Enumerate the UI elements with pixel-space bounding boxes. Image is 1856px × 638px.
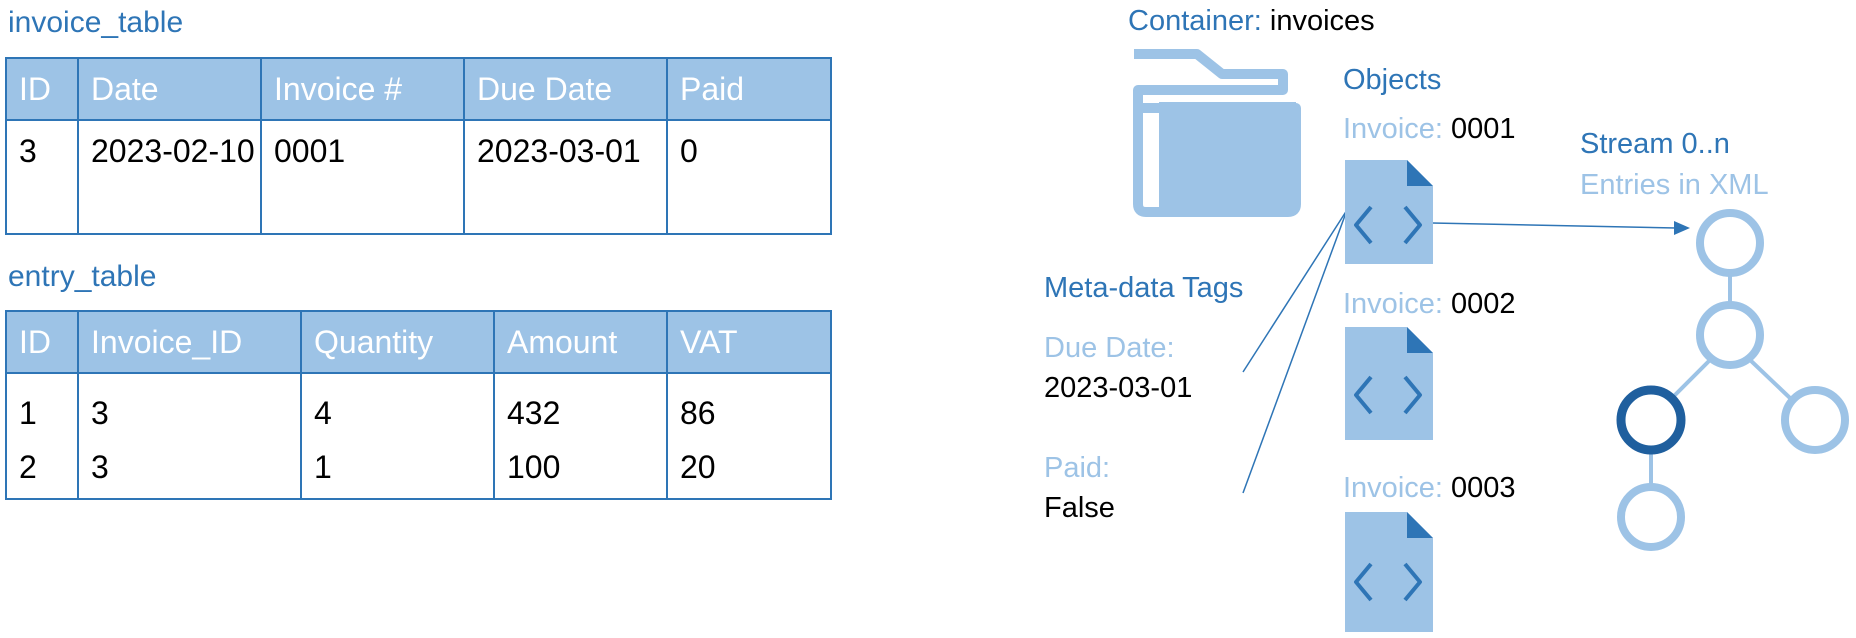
table-header-row: ID Date Invoice # Due Date Paid: [5, 57, 832, 121]
table-cell: 432 100: [493, 372, 668, 500]
cell-value: 2: [19, 449, 37, 485]
tree-node-icon: [1696, 209, 1764, 277]
objects-title: Objects: [1343, 64, 1442, 96]
tree-node-icon: [1781, 386, 1849, 454]
column-header: Invoice #: [260, 57, 465, 121]
container-value: invoices: [1269, 5, 1375, 37]
object-value: 0001: [1451, 113, 1516, 145]
column-header: Amount: [493, 310, 668, 374]
column-header: ID: [5, 57, 79, 121]
cell-value: 100: [507, 449, 561, 485]
object-key: Invoice:: [1343, 113, 1443, 145]
metadata-paid-label: Paid:: [1044, 452, 1111, 484]
column-header: Paid: [666, 57, 832, 121]
invoice-table-title: invoice_table: [8, 6, 184, 39]
cell-value: 432: [507, 395, 561, 431]
connector-line: [1242, 209, 1348, 373]
connector-line: [1242, 209, 1348, 494]
stream-arrow: [1431, 221, 1690, 235]
table-cell: 86 20: [666, 372, 832, 500]
column-header: Quantity: [300, 310, 495, 374]
metadata-title: Meta-data Tags: [1044, 272, 1244, 304]
object-value: 0002: [1451, 288, 1516, 320]
column-header: Date: [77, 57, 262, 121]
column-header: Due Date: [463, 57, 668, 121]
cell-value: 4: [314, 395, 332, 431]
object-label: Invoice: 0002: [1343, 288, 1516, 321]
object-label: Invoice: 0003: [1343, 472, 1516, 505]
table-cell: 0001: [260, 119, 465, 235]
metadata-paid-value: False: [1044, 492, 1115, 524]
folder-icon: [1133, 49, 1301, 217]
xml-file-icon: [1345, 160, 1433, 264]
tree-node-icon: [1616, 385, 1686, 455]
cell-value: 86: [680, 395, 716, 431]
cell-value: 3: [91, 449, 109, 485]
object-label: Invoice: 0001: [1343, 113, 1516, 146]
xml-file-icon: [1345, 327, 1433, 440]
cell-value: 20: [680, 449, 716, 485]
container-key: Container:: [1128, 5, 1262, 37]
invoice-table: ID Date Invoice # Due Date Paid 3 2023-0…: [5, 57, 832, 235]
stream-title: Stream 0..n: [1580, 128, 1730, 160]
container-label: Container: invoices: [1128, 5, 1375, 38]
metadata-due-label: Due Date:: [1044, 332, 1175, 364]
table-cell: 2023-02-10: [77, 119, 262, 235]
table-cell: 0: [666, 119, 832, 235]
table-row: 3 2023-02-10 0001 2023-03-01 0: [5, 119, 832, 235]
column-header: VAT: [666, 310, 832, 374]
tree-node-icon: [1617, 483, 1685, 551]
column-header: ID: [5, 310, 79, 374]
table-cell: 2023-03-01: [463, 119, 668, 235]
object-value: 0003: [1451, 472, 1516, 504]
entry-table-title: entry_table: [8, 260, 157, 293]
xml-file-icon: [1345, 512, 1433, 632]
object-key: Invoice:: [1343, 472, 1443, 504]
metadata-due-value: 2023-03-01: [1044, 372, 1193, 404]
table-cell: 3: [5, 119, 79, 235]
table-header-row: ID Invoice_ID Quantity Amount VAT: [5, 310, 832, 374]
cell-value: 1: [314, 449, 332, 485]
cell-value: 3: [91, 395, 109, 431]
cell-value: 1: [19, 395, 37, 431]
stream-subtitle: Entries in XML: [1580, 169, 1769, 201]
tree-node-icon: [1696, 301, 1764, 369]
stream-tree: [1616, 209, 1849, 551]
object-key: Invoice:: [1343, 288, 1443, 320]
column-header: Invoice_ID: [77, 310, 302, 374]
